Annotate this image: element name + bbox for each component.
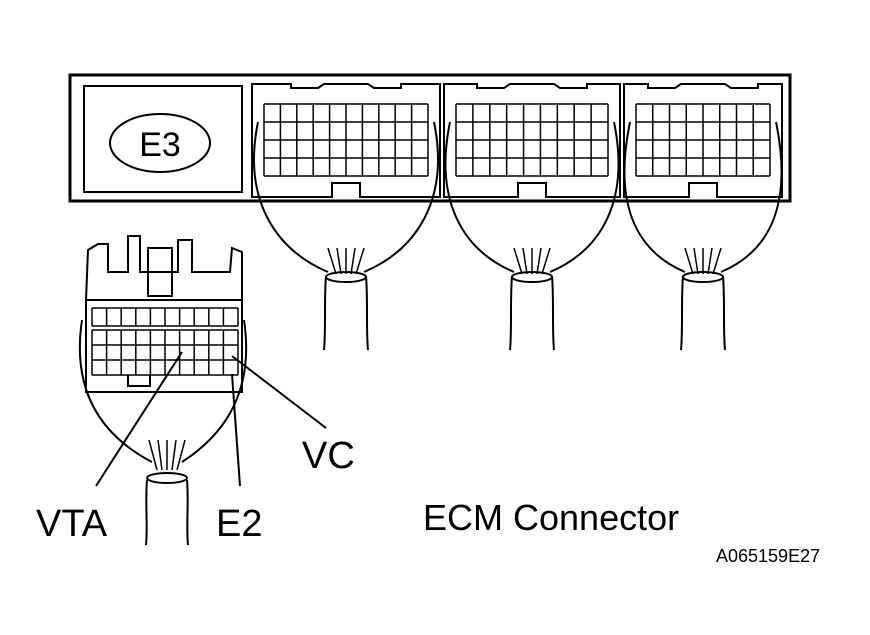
wire-strand xyxy=(355,247,365,275)
figure-code: A065159E27 xyxy=(716,546,820,566)
cable-end xyxy=(146,472,188,484)
connector-id-label: E3 xyxy=(139,126,181,164)
wire-strand xyxy=(157,439,163,471)
wire-strand xyxy=(327,247,337,275)
connector-id-ellipse xyxy=(109,113,211,173)
wire-bundle-left-curve xyxy=(623,121,686,273)
wire-strand xyxy=(536,247,542,275)
wire-strand xyxy=(350,247,356,275)
ecm-header-assembly xyxy=(68,73,792,203)
header-block-outline xyxy=(443,83,621,198)
cable-right-edge xyxy=(551,275,555,351)
small-connector-key xyxy=(127,375,151,387)
header-block-outline xyxy=(251,83,441,198)
small-wire-left-curve xyxy=(78,319,153,463)
ecm-header-pin-blocks xyxy=(251,83,783,351)
wire-strand xyxy=(522,247,528,275)
wire-bundle-right-curve xyxy=(720,121,783,273)
vta-pin-label: VTA xyxy=(36,503,108,545)
cable-left-edge xyxy=(145,479,148,546)
vc-leader-line xyxy=(231,355,327,429)
cable-right-edge xyxy=(722,275,726,351)
wire-bundle-right-curve xyxy=(549,121,620,273)
header-pin-block xyxy=(623,83,783,351)
small-wire-right-curve xyxy=(181,319,248,463)
wire-strand xyxy=(336,247,342,275)
leader-lines xyxy=(95,351,327,487)
e2-leader-line xyxy=(231,373,241,487)
wire-bundle-left-curve xyxy=(253,121,329,273)
wire-strand xyxy=(513,247,523,275)
connector-id-panel xyxy=(83,85,243,193)
wire-strand xyxy=(541,247,551,275)
small-connector-latch xyxy=(84,235,243,301)
header-pin-block xyxy=(443,83,621,351)
vc-pin-label: VC xyxy=(302,435,355,477)
small-connector-latch-center xyxy=(147,247,173,297)
wire-strand xyxy=(684,247,694,275)
cable-left-edge xyxy=(509,275,513,351)
wire-strand xyxy=(176,439,186,471)
small-connector xyxy=(78,235,248,546)
cable-right-edge xyxy=(186,479,189,546)
cable-end xyxy=(511,271,553,283)
cable-end xyxy=(682,271,724,283)
cable-end xyxy=(325,271,367,283)
wire-strand xyxy=(693,247,699,275)
header-pin-block xyxy=(251,83,441,351)
cable-left-edge xyxy=(680,275,684,351)
wire-strand xyxy=(712,247,722,275)
wire-strand xyxy=(148,439,158,471)
small-connector-body xyxy=(85,299,243,393)
diagram-caption: ECM Connector xyxy=(423,497,679,538)
cable-left-edge xyxy=(323,275,327,351)
vta-leader-line xyxy=(95,351,183,487)
wire-bundle-left-curve xyxy=(444,121,515,273)
wire-bundle-right-curve xyxy=(363,121,439,273)
wire-strand xyxy=(171,439,177,471)
header-block-outline xyxy=(623,83,783,198)
e2-pin-label: E2 xyxy=(216,503,262,545)
wire-strand xyxy=(707,247,713,275)
cable-right-edge xyxy=(365,275,369,351)
ecm-header-housing xyxy=(68,73,792,203)
